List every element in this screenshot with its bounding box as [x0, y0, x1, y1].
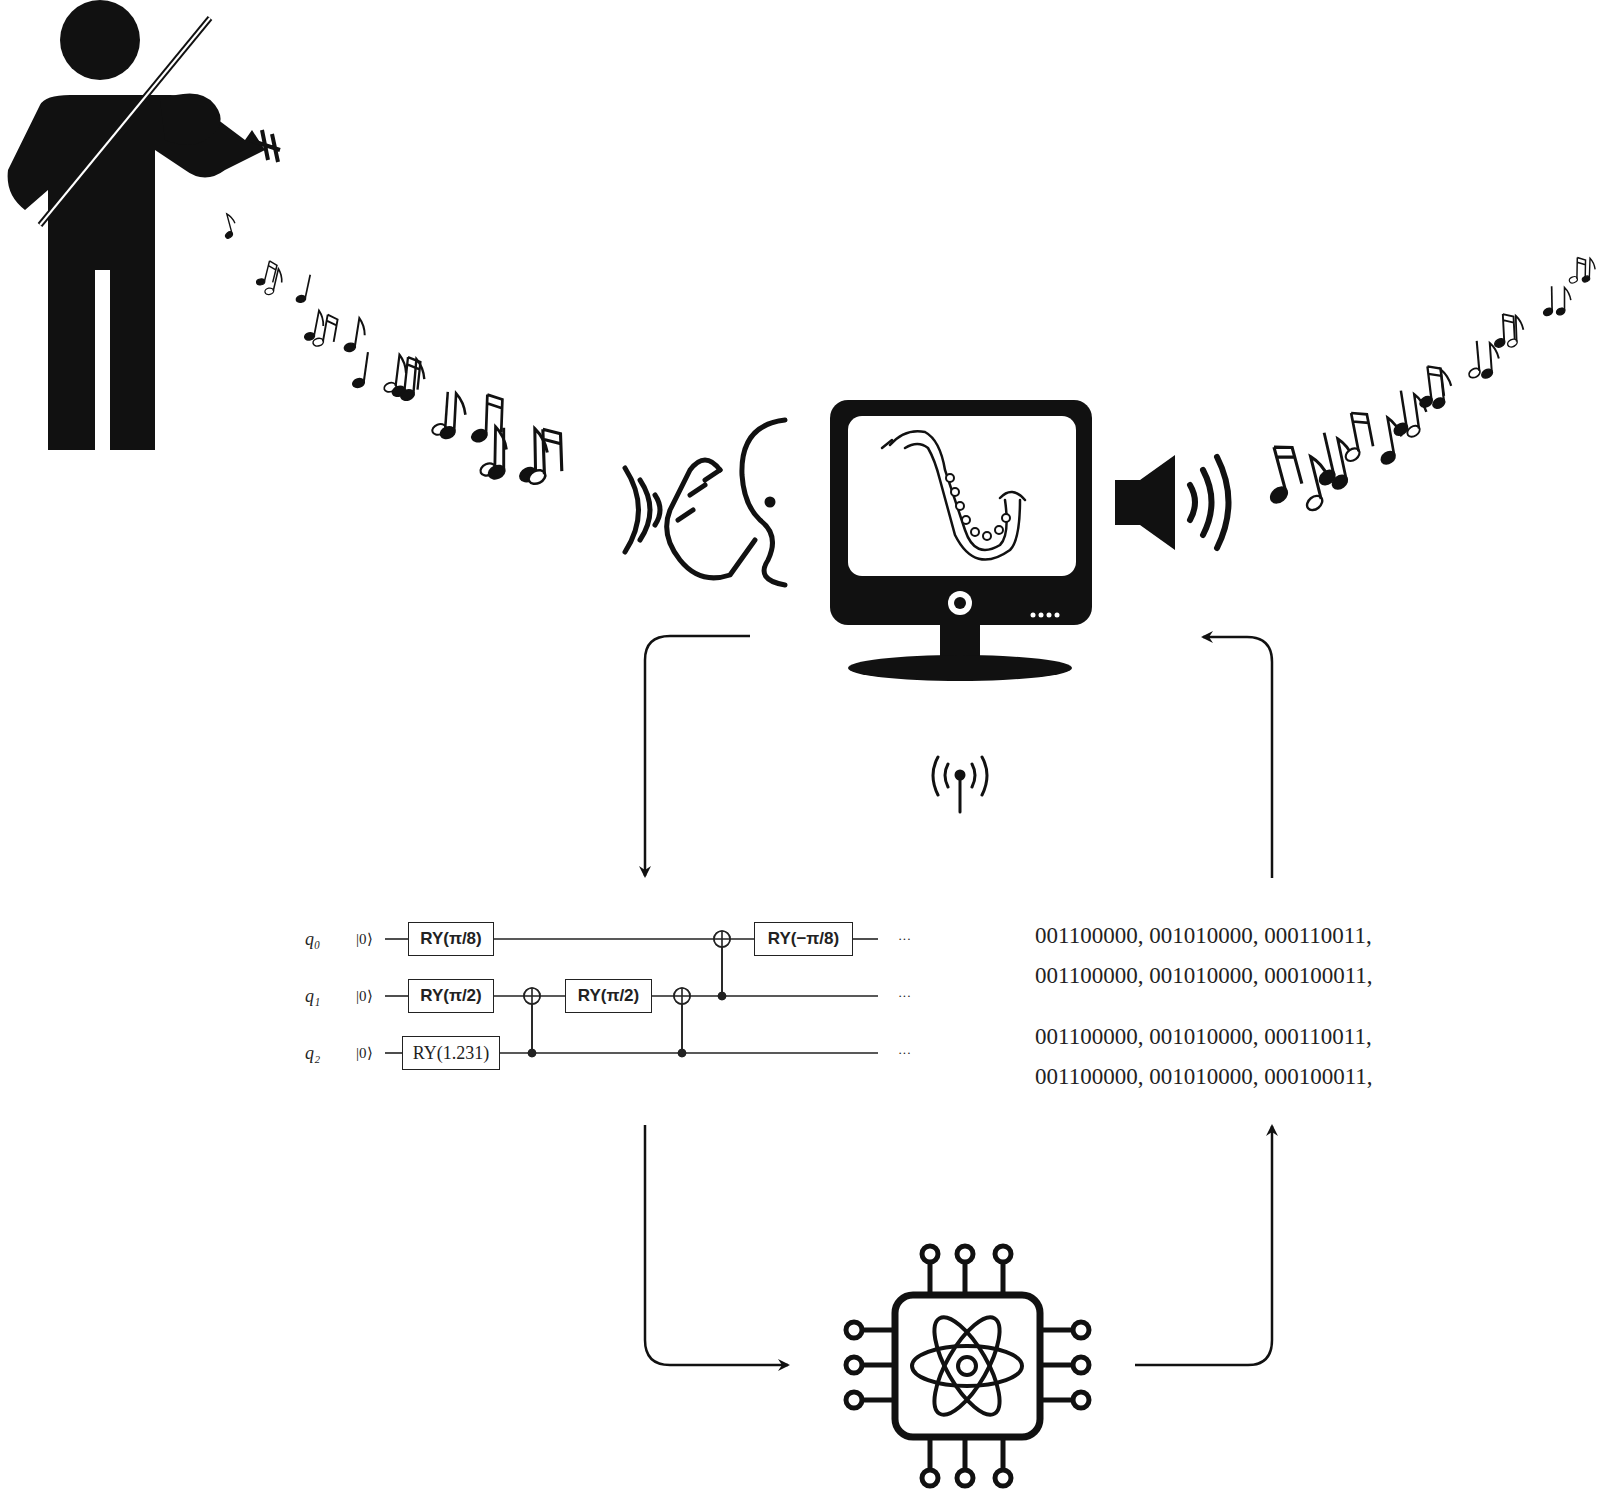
- music-note: [1555, 287, 1570, 316]
- qubit-name: q₂: [305, 1043, 320, 1064]
- qubit-name: q₀: [305, 929, 320, 950]
- listening-ear-icon: [625, 420, 785, 585]
- music-note: [399, 358, 426, 404]
- bitstring-line: 001100000, 001010000, 000110011,: [1035, 1024, 1372, 1050]
- continuation-dots: ···: [898, 1045, 911, 1061]
- music-note: [219, 213, 238, 241]
- music-note: [1478, 343, 1500, 381]
- music-note: [1428, 368, 1454, 410]
- music-note: [470, 394, 503, 444]
- qubit-name: q₁: [305, 986, 320, 1007]
- gate-label: RY(1.231): [413, 1043, 490, 1064]
- antenna-icon: [933, 757, 987, 812]
- initial-state: |0⟩: [356, 930, 373, 948]
- music-note: [487, 428, 507, 481]
- music-note: [263, 267, 285, 299]
- music-note: [342, 316, 367, 355]
- music-note: [1465, 341, 1482, 380]
- gate-label: RY(π/2): [420, 986, 482, 1006]
- gate-box: RY(−π/8): [754, 922, 853, 956]
- gate-box: RY(1.231): [402, 1036, 500, 1070]
- music-note: [351, 350, 370, 390]
- computer-monitor: [830, 400, 1092, 681]
- continuation-dots: ···: [898, 988, 911, 1004]
- music-note: [525, 429, 563, 487]
- saxophone-drawing: [882, 431, 1025, 559]
- music-note: [1505, 316, 1524, 349]
- cnot-gate: [524, 931, 730, 1057]
- gate-box: RY(π/8): [408, 922, 494, 956]
- bitstring-line: 001100000, 001010000, 000100011,: [1035, 963, 1373, 989]
- quantum-chip-icon: [846, 1246, 1089, 1486]
- bitstring-line: 001100000, 001010000, 000110011,: [1035, 923, 1372, 949]
- music-note: [439, 393, 467, 442]
- gate-label: RY(π/8): [420, 929, 482, 949]
- initial-state: |0⟩: [356, 987, 373, 1005]
- music-note: [1542, 286, 1554, 317]
- gate-label: RY(−π/8): [768, 929, 839, 949]
- continuation-dots: ···: [898, 931, 911, 947]
- speaker-icon: [1115, 455, 1229, 550]
- music-note: [1581, 258, 1595, 283]
- music-note: [1322, 436, 1360, 492]
- bitstring-line: 001100000, 001010000, 000100011,: [1035, 1064, 1373, 1090]
- flow-arrow: [645, 636, 1272, 1365]
- violinist-icon: [8, 0, 280, 450]
- music-notes: [219, 213, 1595, 515]
- music-note: [1336, 410, 1376, 464]
- initial-state: |0⟩: [356, 1044, 373, 1062]
- music-note: [311, 313, 338, 351]
- gate-label: RY(π/2): [578, 986, 640, 1006]
- gate-box: RY(π/2): [408, 979, 494, 1013]
- cnot-gate: [524, 931, 730, 1057]
- gate-box: RY(π/2): [565, 979, 652, 1013]
- music-note: [1256, 443, 1305, 507]
- music-note: [294, 273, 312, 305]
